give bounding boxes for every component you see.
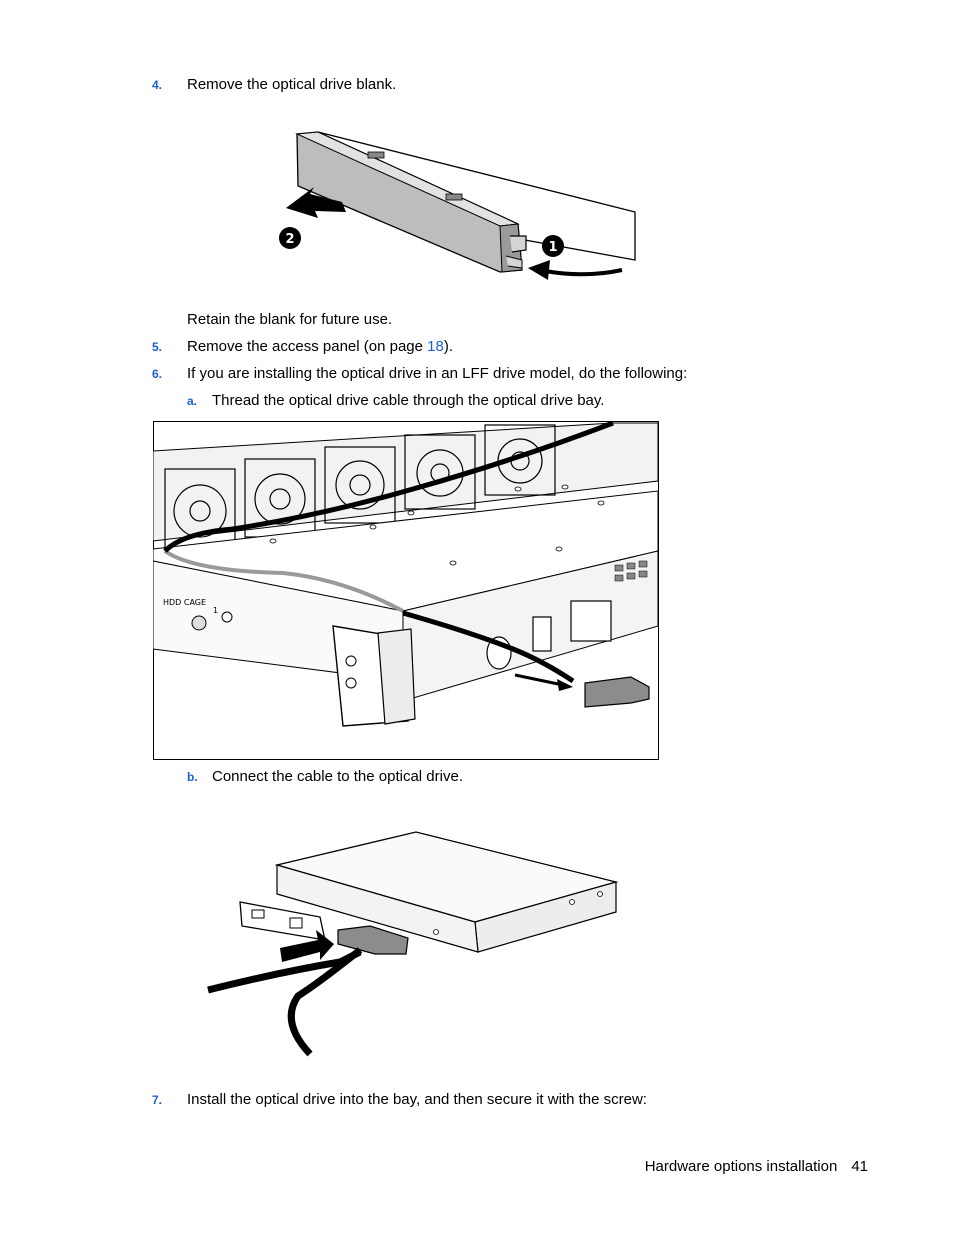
step-text: Install the optical drive into the bay, … [187,1091,647,1108]
page-footer: Hardware options installation 41 [645,1157,868,1177]
step-7: 7. Install the optical drive into the ba… [0,1090,954,1110]
step-6a: a. Thread the optical drive cable throug… [0,391,954,411]
callout-2-badge [279,227,301,249]
page-link[interactable]: 18 [427,338,444,355]
figure-remove-blank: 2 1 [279,131,636,280]
page-number: 41 [851,1158,868,1175]
substep-text: Connect the cable to the optical drive. [212,768,463,785]
step-text: If you are installing the optical drive … [187,365,688,382]
substep-letter: b. [187,770,198,784]
step-text: Remove the optical drive blank. [187,76,397,93]
step-6: 6. If you are installing the optical dri… [0,364,954,384]
bay-number-label: 1 [213,606,218,615]
step-6b: b. Connect the cable to the optical driv… [0,767,954,787]
step-number: 7. [152,1093,163,1107]
figure-connect-cable [207,831,619,1057]
substep-text: Thread the optical drive cable through t… [212,392,605,409]
step-number: 5. [152,340,163,354]
footer-section: Hardware options installation [644,1158,838,1175]
figure-thread-cable: HDD CAGE 1 [153,421,659,760]
step-number: 4. [152,78,163,92]
step-text-after: ). [443,338,454,355]
hdd-cage-label: HDD CAGE [163,598,206,607]
step-5: 5. Remove the access panel (on page 18). [0,337,954,357]
substep-letter: a. [187,394,198,408]
step-4: 4. Remove the optical drive blank. [0,75,954,95]
retain-note: Retain the blank for future use. [0,310,954,330]
step-text-before: Remove the access panel (on page [187,338,428,355]
callout-2-label: 2 [285,232,294,247]
callout-1-label: 1 [548,240,557,255]
callout-1-badge [542,235,564,257]
step-number: 6. [152,367,163,381]
retain-note-text: Retain the blank for future use. [187,311,393,328]
step-text: Remove the access panel (on page 18). [187,337,453,357]
